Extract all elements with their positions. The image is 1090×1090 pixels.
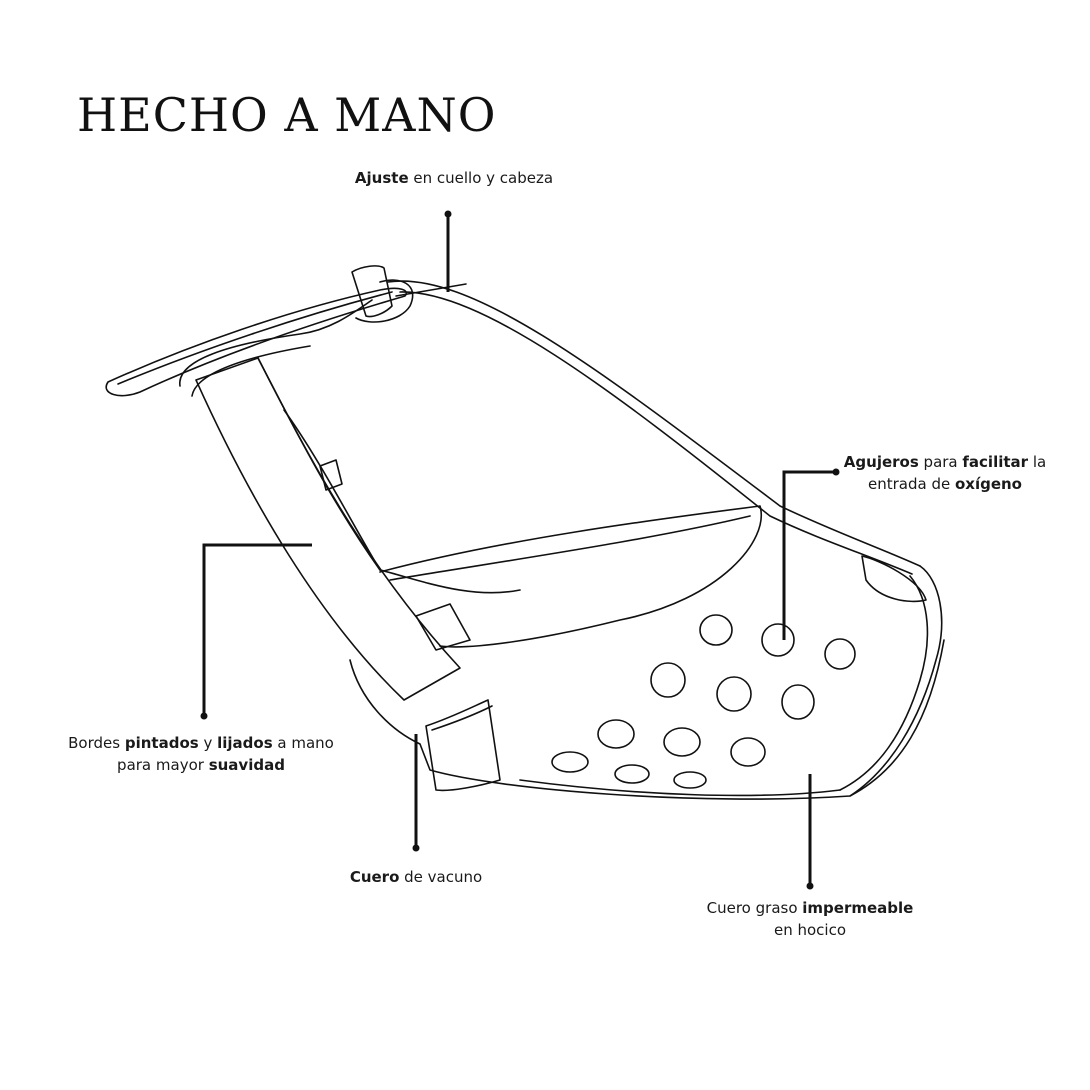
buckle-keeper (351, 265, 393, 318)
front-band-inner (431, 705, 493, 731)
text-run: Ajuste (354, 169, 409, 187)
text-run: lijados (217, 734, 273, 752)
text-run: entrada de (867, 475, 955, 493)
buckle-pin (395, 283, 467, 297)
head-strap-loop-inner (191, 345, 311, 397)
nose-cap-inner (839, 575, 929, 791)
cheek-strap-edge (257, 357, 381, 571)
text-run: oxígeno (954, 475, 1022, 493)
callout-bordes: Bordes pintados y lijados a mano para ma… (60, 732, 342, 776)
callout-impermeable-line2: en hocico (694, 919, 926, 941)
text-run: Cuero graso (706, 899, 803, 917)
text-run: para (918, 453, 963, 471)
middle-band (379, 505, 763, 648)
band-clip (415, 603, 471, 651)
basket-bottom-inner (519, 779, 841, 797)
text-run: pintados (124, 734, 199, 752)
text-run: Cuero (349, 868, 400, 886)
text-run: la (1028, 453, 1047, 471)
callout-agujeros-line2: entrada de oxígeno (836, 473, 1054, 495)
text-run: en cuello y cabeza (408, 169, 554, 187)
top-rail (387, 280, 921, 567)
buckle-ring (355, 279, 414, 323)
text-run: facilitar (962, 453, 1029, 471)
basket-body (349, 639, 945, 800)
nose-window (861, 555, 927, 603)
callout-cuero-line1: Cuero de vacuno (336, 866, 496, 888)
callout-agujeros-line1: Agujeros para facilitar la (836, 451, 1054, 473)
neck-strap (105, 287, 407, 397)
text-run: suavidad (208, 756, 285, 774)
cheek-strap (195, 357, 461, 701)
text-run: Agujeros (843, 453, 919, 471)
callout-agujeros: Agujeros para facilitar la entrada de ox… (836, 451, 1054, 495)
callout-ajuste-line1: Ajuste en cuello y cabeza (348, 167, 560, 189)
connector (319, 459, 343, 491)
ventilation-holes (551, 614, 856, 789)
top-rail-inner (399, 291, 913, 575)
callout-impermeable-line1: Cuero graso impermeable (694, 897, 926, 919)
neck-strap-inner (117, 291, 393, 385)
page-title: HECHO A MANO (77, 88, 497, 142)
text-run: a mano (272, 734, 334, 752)
head-strap-loop (179, 299, 373, 387)
text-run: impermeable (802, 899, 914, 917)
text-run: de vacuno (399, 868, 483, 886)
callout-bordes-line2: para mayor suavidad (60, 754, 342, 776)
text-run: en hocico (773, 921, 847, 939)
callout-impermeable: Cuero graso impermeable en hocico (694, 897, 926, 941)
leader-lines (202, 214, 836, 886)
leader-bordes (202, 543, 312, 716)
text-run: y (198, 734, 218, 752)
front-band (425, 699, 501, 792)
nose-cap (849, 565, 943, 797)
side-strap (283, 409, 521, 594)
callout-ajuste: Ajuste en cuello y cabeza (348, 167, 560, 189)
callout-cuero: Cuero de vacuno (336, 866, 496, 888)
text-run: para mayor (117, 756, 209, 774)
leader-agujeros (782, 470, 836, 640)
middle-band-inner (389, 515, 751, 581)
callout-bordes-line1: Bordes pintados y lijados a mano (60, 732, 342, 754)
text-run: Bordes (68, 734, 125, 752)
leader-dots (200, 210, 840, 890)
